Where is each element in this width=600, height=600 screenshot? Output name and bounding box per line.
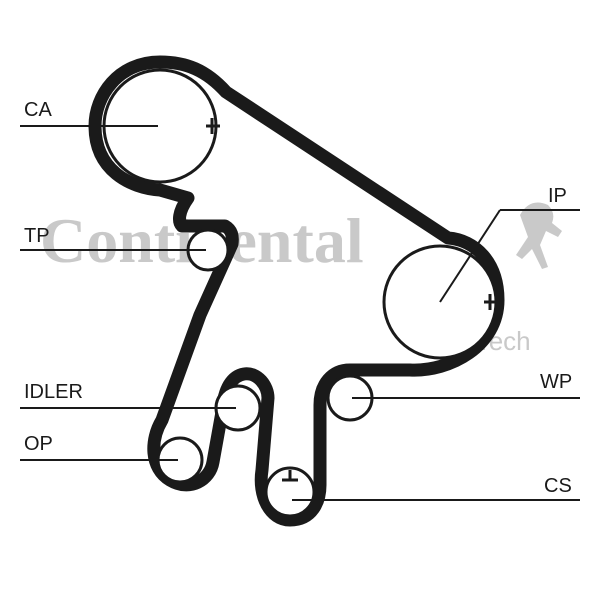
op-label: OP (24, 433, 53, 455)
wp-label: WP (540, 371, 572, 393)
ip-leader-diag (439, 209, 501, 303)
cs-label: CS (544, 475, 572, 497)
horse-logo-icon (516, 202, 562, 269)
tp-label: TP (24, 225, 50, 247)
ca-label: CA (24, 99, 52, 121)
idler-label: IDLER (24, 381, 83, 403)
pulleys (102, 68, 498, 518)
timing-marks (206, 118, 498, 482)
ip-label: IP (548, 185, 567, 207)
cs-pulley (264, 466, 316, 518)
leader-lines (20, 125, 580, 501)
labels: CA TP IDLER OP IP WP CS (24, 99, 572, 497)
